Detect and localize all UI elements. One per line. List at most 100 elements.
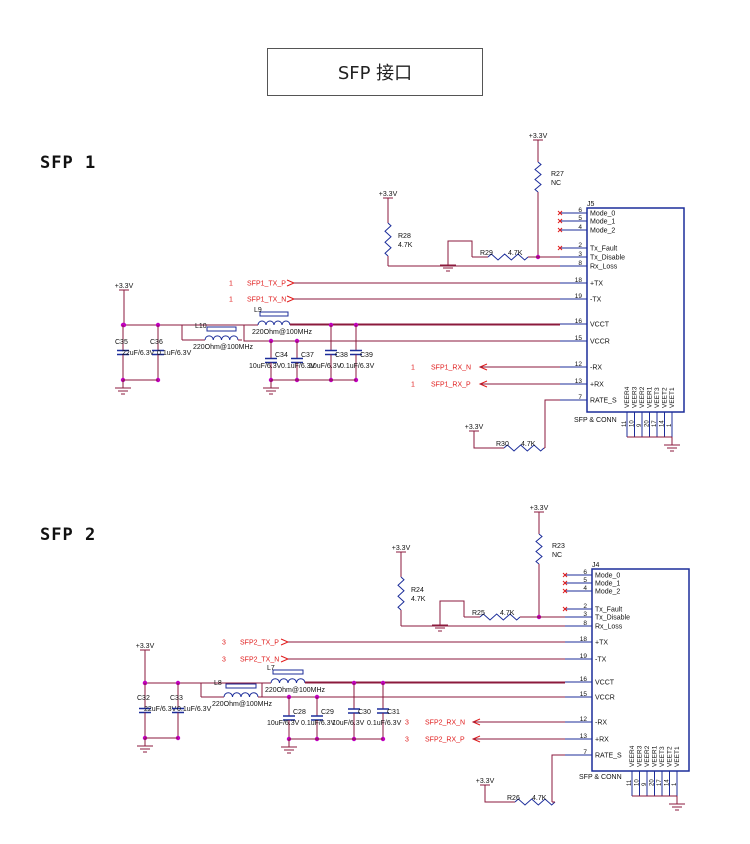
pin-number: 17 [657,779,663,786]
pin-name: VCCR [590,339,610,346]
pin-number: 11 [627,779,633,786]
pin-number: 19 [575,293,583,300]
sheet-ref: 1 [229,297,233,304]
sfp-connector-body [586,207,685,413]
net-label: SFP1_RX_P [431,382,471,389]
sheet-ref: 1 [411,382,415,389]
pin-name: RATE_S [595,753,622,760]
resistor-value: 4.7K [500,610,515,617]
pin-name: Rx_Loss [595,624,623,631]
no-connect-mark [562,572,568,578]
net-label: SFP1_TX_N [247,297,286,304]
pin-name: VEER1 [647,386,654,408]
capacitor-value: 10uF/6.3V [309,363,342,370]
wire [544,399,560,448]
pin-number: 20 [645,420,651,427]
net-label: SFP1_TX_P [247,281,286,288]
pin-name: Mode_1 [590,219,615,226]
capacitor-value: 10uF/6.3V [267,720,300,727]
pin-name: -RX [595,720,607,727]
capacitor-ref: C36 [150,339,163,346]
pin-name: VEER3 [637,745,644,767]
net-port-arrow [286,279,296,287]
power-rail-label: +3.3V [136,643,155,650]
pin-name: VEER2 [639,386,646,408]
inductor-ref: L7 [267,665,275,672]
pin-number: 11 [622,420,628,427]
ferrite-bead [272,669,304,675]
sheet-ref: 3 [405,720,409,727]
resistor-symbol [503,444,545,452]
capacitor-value: 10uF/6.3V [249,363,282,370]
pin-name: VEER1 [652,745,659,767]
capacitor-ref: C28 [293,709,306,716]
section-heading-sfp2: SFP 2 [40,525,97,545]
capacitor-ref: C35 [115,339,128,346]
net-label: SFP2_TX_P [240,640,279,647]
pin-name: VEET1 [674,746,681,767]
net-port-arrow [280,638,290,646]
pin-number: 9 [642,782,648,786]
capacitor-ref: C39 [360,352,373,359]
capacitor-ref: C38 [335,352,348,359]
capacitor-value: 0.1uF/6.3V [301,720,336,727]
inductor-value: 220Ohm@100MHz [212,701,273,708]
power-rail-label: +3.3V [115,283,134,290]
inductor-coil [270,678,306,684]
pin-name: +TX [595,640,608,647]
sfp-connector-body [591,568,690,772]
pin-name: Mode_0 [595,573,620,580]
wire [551,754,565,802]
pin-name: +RX [595,737,609,744]
connector-name: SFP & CONN [574,417,617,424]
pin-number: 13 [580,733,588,740]
resistor-symbol [514,798,556,806]
power-rail-label: +3.3V [476,778,495,785]
pin-number: 18 [575,277,583,284]
resistor-value: NC [551,180,561,187]
pin-number: 5 [578,215,582,222]
pin-number: 4 [578,224,582,231]
pin-number: 16 [580,676,588,683]
inductor-coil [204,335,239,341]
ferrite-bead [259,311,289,317]
pin-name: VEET2 [662,387,669,408]
pin-name: Tx_Disable [590,255,625,262]
pin-name: -RX [590,365,602,372]
resistor-symbol [384,222,392,257]
pin-name: VCCT [590,322,610,329]
connector-ref: J4 [592,562,600,569]
resistor-ref: R26 [507,795,520,802]
pin-number: 2 [578,242,582,249]
capacitor-value: 22uF/6.3V [144,706,177,713]
resistor-symbol [534,161,542,193]
resistor-symbol [397,576,405,611]
pin-number: 14 [660,420,666,427]
net-port-arrow [286,295,296,303]
net-port-arrow [280,655,290,663]
pin-number: 7 [583,749,587,756]
capacitor-ref: C31 [387,709,400,716]
capacitor-ref: C33 [170,695,183,702]
pin-name: VEET3 [654,387,661,408]
capacitor-value: 10uF/6.3V [332,720,365,727]
pin-number: 2 [583,603,587,610]
pin-number: 3 [583,611,587,618]
ferrite-bead [206,326,237,332]
sheet-ref: 1 [229,281,233,288]
pin-number: 17 [652,420,658,427]
resistor-symbol [487,253,529,261]
capacitor-ref: C34 [275,352,288,359]
pin-name: VEER3 [632,386,639,408]
capacitor-ref: C30 [358,709,371,716]
ferrite-bead [225,683,257,689]
pin-name: VEET2 [667,746,674,767]
pin-number: 6 [578,207,582,214]
connector-name: SFP & CONN [579,774,622,781]
capacitor-value: 0.1uF/6.3V [340,363,375,370]
wire [473,431,504,449]
pin-name: +RX [590,382,604,389]
capacitor-value: 0.1uF/6.3V [177,706,212,713]
pin-number: 15 [580,691,588,698]
capacitor-value: 22uF/6.3V [122,350,155,357]
